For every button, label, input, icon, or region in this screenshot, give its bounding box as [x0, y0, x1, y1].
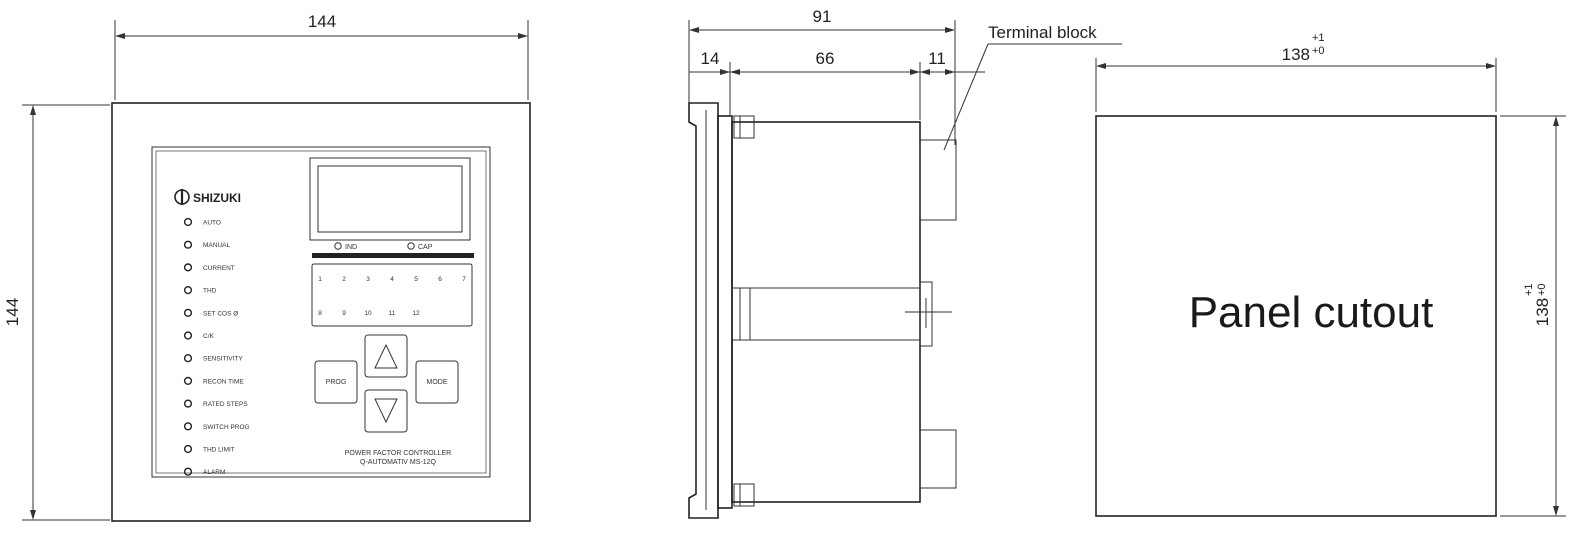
indicator-label: ALARM	[203, 469, 225, 476]
front-view: 144 144 SHIZUKI AUTO MANUAL CURRENT THD SET …	[3, 12, 531, 522]
panel-cutout-rect	[1095, 115, 1497, 517]
ind-led-icon	[334, 242, 342, 250]
indicator-led-icon	[183, 376, 193, 386]
indicator-label: THD	[203, 288, 217, 295]
terminal-block-top	[919, 139, 957, 221]
brand-logo: SHIZUKI	[174, 189, 241, 205]
total-depth-dimension: 91	[813, 7, 832, 26]
indicator-led-icon	[183, 263, 193, 272]
indicator-label: SWITCH PROG	[203, 424, 250, 431]
step-number: 9	[342, 310, 346, 317]
step-number: 7	[462, 276, 466, 283]
step-number: 5	[414, 276, 418, 283]
up-button[interactable]	[364, 334, 408, 378]
indicator-led-icon	[183, 217, 193, 227]
step-number: 2	[342, 276, 346, 283]
indicator-label: THD LIMIT	[203, 447, 235, 454]
indicator-led-icon	[183, 240, 193, 249]
front-panel	[151, 146, 491, 478]
indicator-label: MANUAL	[203, 242, 230, 249]
indicator-led-icon	[183, 422, 193, 431]
up-arrow-icon	[374, 343, 398, 369]
prog-button-label: PROG	[326, 379, 347, 386]
mode-button[interactable]	[415, 360, 459, 404]
front-height-dimension: 144	[3, 298, 22, 326]
indicator-label: AUTO	[203, 220, 221, 227]
terminal-block-label: Terminal block	[988, 23, 1097, 42]
cutout-width-tol-plus: +1	[1312, 32, 1325, 44]
indicator-list: AUTO MANUAL CURRENT THD SET COS Ø C/K SENSITIV…	[183, 217, 250, 476]
cap-label: CAP	[418, 244, 433, 251]
cutout-height-tol-minus: +0	[1536, 283, 1548, 296]
cap-led-icon	[407, 242, 415, 250]
front-depth-dimension: 14	[701, 49, 720, 68]
brand-name: SHIZUKI	[193, 191, 241, 205]
indicator-led-icon	[183, 467, 193, 476]
down-arrow-icon	[374, 398, 398, 424]
cutout-height-dimension: 138	[1533, 298, 1552, 326]
front-width-dimension: 144	[308, 12, 336, 31]
cutout-width-dimension: 138	[1282, 45, 1310, 64]
mounting-clip-top	[733, 115, 755, 139]
step-number: 1	[318, 276, 322, 283]
terminal-depth-dimension: 11	[928, 49, 946, 68]
body-depth-dimension: 66	[816, 49, 835, 68]
lcd-display-frame	[309, 157, 471, 241]
step-number: 3	[366, 276, 370, 283]
panel-cutout-view: 138 +1 +0 Panel cutout 138 +1 +0	[1095, 32, 1566, 517]
step-number: 8	[318, 310, 322, 317]
cutout-width-tol-minus: +0	[1312, 45, 1325, 57]
step-number: 12	[412, 310, 420, 317]
step-number: 11	[389, 310, 396, 317]
divider-bar	[312, 253, 474, 258]
product-name: POWER FACTOR CONTROLLER	[345, 450, 451, 457]
mode-button-label: MODE	[427, 379, 448, 386]
housing-body	[731, 121, 921, 503]
indicator-label: SENSITIVITY	[203, 356, 243, 363]
cutout-height-tol-plus: +1	[1523, 283, 1535, 296]
indicator-label: RATED STEPS	[203, 401, 248, 408]
step-number: 4	[390, 276, 394, 283]
step-indicator-panel	[311, 263, 473, 327]
indicator-led-icon	[183, 444, 193, 454]
down-button[interactable]	[364, 389, 408, 433]
front-bezel	[111, 102, 531, 522]
terminal-leader-line	[943, 43, 989, 151]
indicator-led-icon	[183, 354, 193, 363]
indicator-led-icon	[183, 308, 193, 317]
front-flange	[688, 102, 719, 519]
indicator-label: CURRENT	[203, 265, 235, 272]
terminal-block-bottom	[919, 429, 957, 489]
lcd-display	[317, 165, 463, 233]
step-row-bottom: 8 9 10 11 12	[318, 310, 420, 317]
ind-label: IND	[345, 244, 357, 251]
indicator-led-icon	[183, 399, 193, 408]
step-number: 10	[364, 310, 372, 317]
product-model: Q-AUTOMATIV MS-12Q	[360, 459, 437, 466]
side-view: 91 14 66 11 Terminal block	[688, 7, 1122, 519]
panel-cutout-label: Panel cutout	[1189, 288, 1434, 337]
flange-rim	[717, 115, 733, 509]
step-number: 6	[438, 276, 442, 283]
indicator-label: RECON TIME	[203, 378, 244, 385]
prog-button[interactable]	[314, 360, 358, 404]
indicator-led-icon	[183, 286, 193, 295]
mounting-clip-bottom	[733, 483, 755, 507]
indicator-label: C/K	[203, 333, 215, 340]
screw-head	[919, 281, 933, 347]
indicator-led-icon	[183, 331, 193, 340]
indicator-label: SET COS Ø	[203, 310, 238, 317]
center-rail	[731, 287, 921, 341]
step-row-top: 1 2 3 4 5 6 7	[318, 276, 466, 283]
